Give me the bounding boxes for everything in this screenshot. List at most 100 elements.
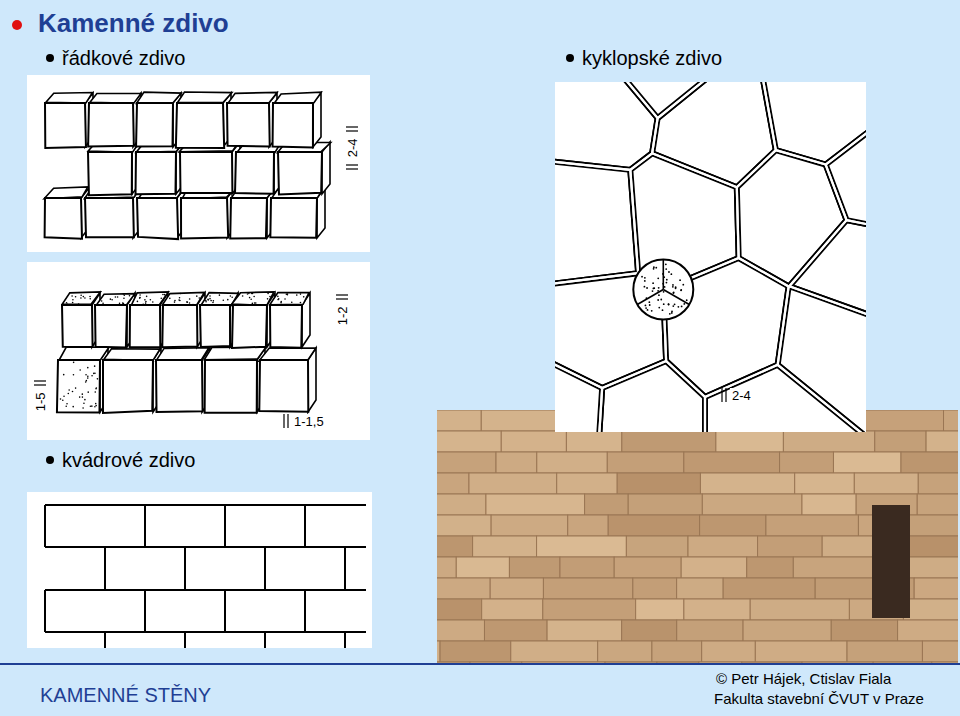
joint-inner: [555, 347, 602, 432]
wall-block: [780, 452, 834, 473]
stone-texture-dot: [178, 299, 180, 301]
cyclopean-masonry-drawing: [555, 82, 866, 432]
stone-face: [162, 305, 197, 347]
detail-circle: [633, 259, 693, 319]
wall-block: [742, 662, 802, 663]
stone-texture-dot: [267, 298, 269, 300]
stone-texture-dot: [179, 300, 181, 302]
stone-texture-dot: [186, 301, 188, 303]
wall-block: [437, 536, 473, 557]
stone-texture-dot: [94, 365, 96, 367]
wall-block: [944, 410, 958, 431]
head-joint: [184, 632, 186, 648]
bullet: [566, 54, 574, 62]
stone-texture-dot: [144, 299, 146, 301]
stone-texture-dot: [207, 299, 209, 301]
section-heading: řádkové zdivo: [62, 46, 185, 70]
wall-block: [473, 536, 537, 557]
wall-block: [537, 452, 608, 473]
stone-texture-dot: [286, 293, 288, 295]
joint-outline: [705, 365, 866, 432]
stone-texture-dot: [205, 301, 207, 303]
stone-texture-dot: [82, 393, 84, 395]
stone-texture-dot: [79, 396, 81, 398]
stone-texture-dot: [145, 301, 147, 303]
wall-block: [716, 431, 784, 452]
stone-texture-dot: [72, 302, 74, 304]
head-joint: [44, 505, 46, 547]
wall-block: [481, 410, 556, 431]
mortar-dot: [682, 284, 684, 286]
wall-block: [633, 578, 677, 599]
stone-texture-dot: [269, 296, 271, 298]
wall-block: [585, 494, 629, 515]
wall-block: [437, 620, 484, 641]
mortar-dot: [644, 280, 646, 282]
stone-texture-dot: [84, 297, 86, 299]
stone-texture-dot: [284, 298, 286, 300]
mortar-dot: [679, 279, 681, 281]
stone-texture-dot: [230, 295, 232, 297]
mortar-dot: [672, 284, 674, 286]
joint-inner: [555, 158, 638, 288]
stone-face: [103, 360, 153, 413]
stone-texture-dot: [124, 294, 126, 296]
wall-block: [557, 473, 617, 494]
row-masonry-drawing: [57, 292, 316, 413]
stone-texture-dot: [278, 298, 280, 300]
stone-texture-dot: [145, 302, 147, 304]
stone-texture-dot: [186, 301, 188, 303]
stone-texture-dot: [169, 298, 171, 300]
head-joint: [304, 590, 306, 632]
bed-joint: [45, 546, 366, 548]
stone-texture-dot: [277, 296, 279, 298]
mortar-dot: [660, 299, 662, 301]
drawing-panel: [27, 492, 372, 648]
mortar-dot: [675, 286, 677, 288]
mortar-dot: [657, 299, 659, 301]
stone-texture-dot: [280, 302, 282, 304]
stone-texture-dot: [72, 406, 74, 408]
wall-block: [802, 494, 856, 515]
mortar-dot: [681, 306, 683, 308]
stone-face: [62, 305, 93, 347]
stone-texture-dot: [253, 296, 255, 298]
mortar-dot: [668, 303, 670, 305]
wall-block: [875, 431, 926, 452]
wall-block: [684, 452, 780, 473]
stone-texture-dot: [196, 295, 198, 297]
wall-block: [795, 473, 855, 494]
stone-texture-dot: [139, 297, 141, 299]
stone-top: [204, 347, 266, 360]
mortar-dot: [645, 305, 647, 307]
stone-texture-dot: [80, 297, 82, 299]
stone-texture-dot: [122, 302, 124, 304]
joint-outline: [593, 82, 755, 118]
stone-texture-dot: [63, 374, 65, 376]
mortar-dot: [648, 301, 650, 303]
wall-block: [702, 494, 802, 515]
wall-block: [903, 599, 958, 620]
wall-block: [681, 557, 747, 578]
wall-block: [470, 662, 522, 663]
wall-block: [537, 536, 627, 557]
wall-block: [918, 473, 958, 494]
stone-face: [88, 103, 134, 147]
head-joint: [224, 505, 226, 547]
section-heading: kvádrové zdivo: [62, 448, 195, 472]
stone-texture-dot: [209, 295, 211, 297]
stone-texture-dot: [94, 373, 96, 375]
head-joint: [184, 547, 186, 590]
stone-texture-dot: [86, 380, 88, 382]
mortar-dot: [680, 289, 682, 291]
wall-block: [902, 515, 958, 536]
stone-texture-dot: [91, 405, 93, 407]
wall-block: [847, 641, 922, 662]
stone-texture-dot: [96, 387, 98, 389]
wall-block: [543, 578, 632, 599]
stone-texture-dot: [137, 301, 139, 303]
stone-texture-dot: [72, 299, 74, 301]
stone-texture-dot: [79, 369, 81, 371]
stone-texture-dot: [252, 293, 254, 295]
slide-title: Kamenné zdivo: [38, 8, 229, 39]
